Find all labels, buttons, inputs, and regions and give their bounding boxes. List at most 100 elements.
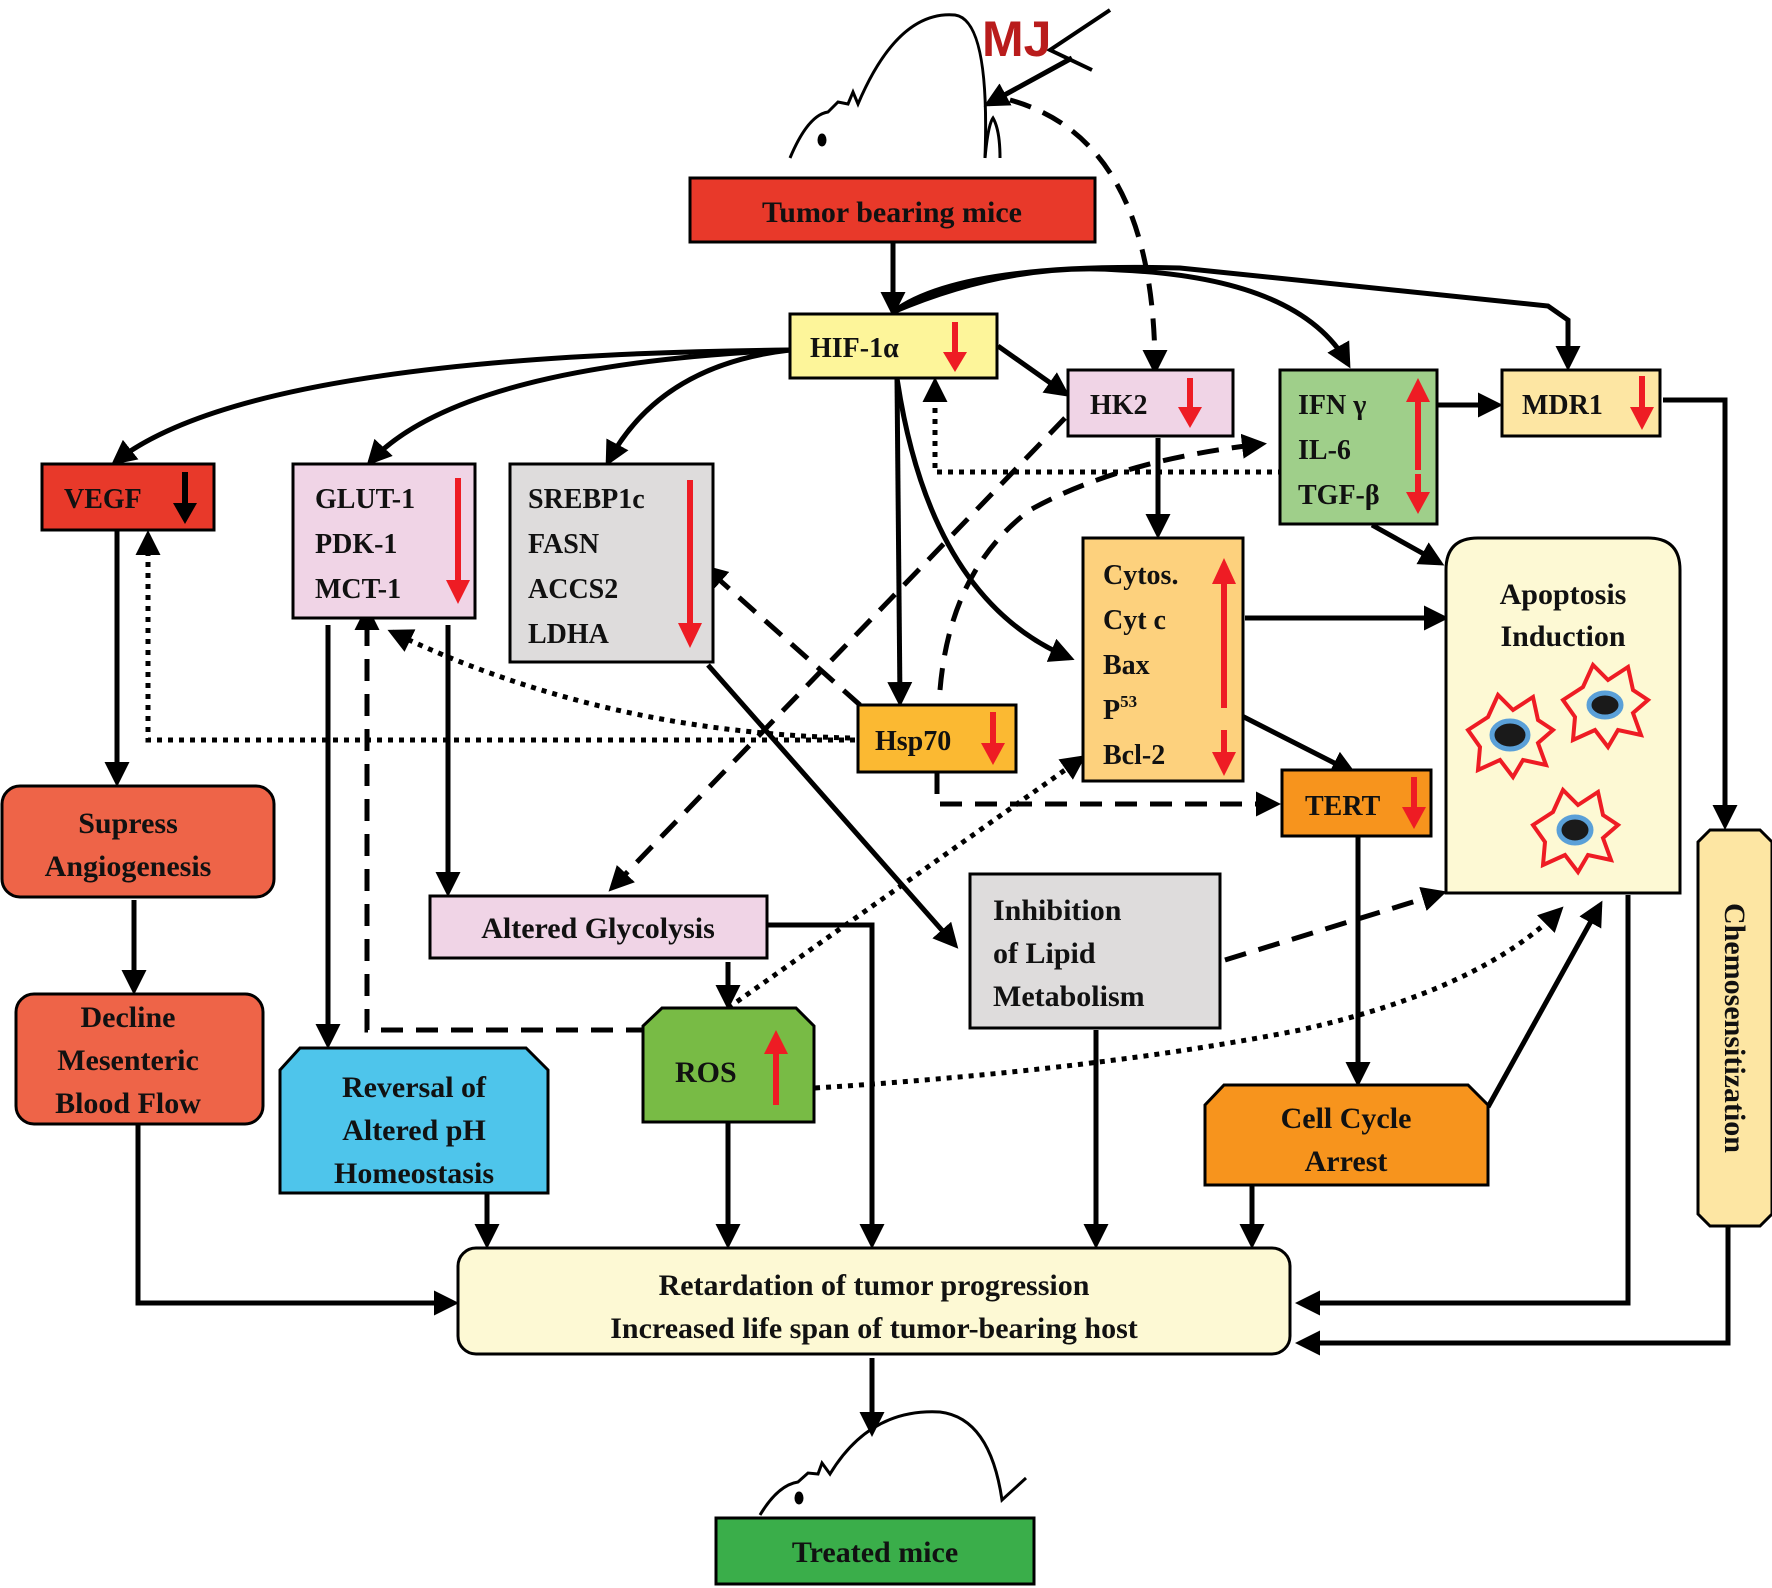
edge-hif-ifn: [892, 266, 1351, 369]
apoptotic-cell-icon: [1465, 691, 1557, 781]
down-arrow-icon: [1212, 730, 1236, 776]
edge-hsp70-tert: [934, 772, 1281, 817]
node-mdr1-label: MDR1: [1522, 390, 1603, 421]
node-tert: TERT: [1280, 768, 1433, 838]
node-accs2-label: ACCS2: [528, 574, 618, 605]
up-arrow-icon: [764, 1030, 788, 1105]
node-cytc-label: Cyt c: [1103, 605, 1166, 636]
down-arrow-icon: [1402, 777, 1426, 829]
node-tumor-bearing-mice-label: Tumor bearing mice: [762, 196, 1022, 229]
node-p53-base: P: [1103, 695, 1120, 726]
node-blood-flow-label: Blood Flow: [55, 1087, 201, 1120]
node-bax-label: Bax: [1103, 650, 1150, 681]
edge-lipid-apoptosis: [1224, 886, 1447, 963]
node-reversal-ph: Reversal of Altered pH Homeostasis: [278, 1046, 550, 1195]
node-retardation-line2: Increased life span of tumor-bearing hos…: [610, 1312, 1138, 1345]
edge-hif-mdr1: [891, 264, 1581, 371]
edge-cytos-tert: [1238, 712, 1357, 775]
apoptotic-cell-icon: [1530, 786, 1622, 876]
node-fasn-label: FASN: [528, 529, 599, 560]
node-induction-label: Induction: [1500, 620, 1625, 653]
down-arrow-icon: [678, 480, 702, 648]
node-bcl2-label: Bcl-2: [1103, 740, 1165, 771]
node-supress-label: Supress: [78, 807, 178, 840]
node-altered-glycolysis: Altered Glycolysis: [428, 894, 769, 960]
edge-chemo-retardation: [1295, 1222, 1731, 1356]
node-mct1-label: MCT-1: [315, 574, 401, 605]
node-homeostasis-label: Homeostasis: [334, 1157, 494, 1190]
node-il6-label: IL-6: [1298, 435, 1351, 466]
node-altered-glycolysis-label: Altered Glycolysis: [481, 912, 715, 945]
node-cytos-group: Cytos. Cyt c Bax P53 Bcl-2: [1081, 536, 1245, 783]
node-hk2: HK2: [1066, 368, 1235, 438]
edge-hif-glut: [366, 347, 791, 466]
node-altered-ph-label: Altered pH: [342, 1114, 486, 1147]
edge-apoptosis-retardation: [1295, 895, 1631, 1316]
edge-hif-cytos: [894, 377, 1075, 662]
node-metabolism-label: Metabolism: [993, 980, 1145, 1013]
node-pdk1-label: PDK-1: [315, 529, 397, 560]
node-srebp-group: SREBP1c FASN ACCS2 LDHA: [508, 462, 715, 664]
node-hsp70: Hsp70: [856, 703, 1018, 774]
node-cytos-label: Cytos.: [1103, 560, 1178, 591]
node-tgf-label: TGF-β: [1298, 480, 1380, 511]
node-mesenteric-label: Mesenteric: [57, 1044, 199, 1077]
node-treated-mice: Treated mice: [714, 1516, 1036, 1586]
node-retardation: Retardation of tumor progression Increas…: [456, 1246, 1292, 1356]
edge-hsp70-srebp: [702, 564, 862, 707]
node-chemosensitization-label: Chemosensitization: [1718, 903, 1751, 1153]
edge-decline-retardation: [135, 1124, 459, 1316]
node-inhibition-label: Inhibition: [993, 894, 1122, 927]
node-angiogenesis-label: Angiogenesis: [45, 850, 212, 883]
node-p53-superscript: 53: [1120, 692, 1137, 711]
node-mdr1: MDR1: [1500, 368, 1662, 438]
node-apoptosis-label: Apoptosis: [1500, 578, 1627, 611]
edge-hsp70-vegf: [135, 530, 855, 743]
edge-srebp-lipid: [706, 663, 959, 949]
edge-hif-srebp: [605, 347, 791, 467]
node-ifn-il6-tgf: IFN γ IL-6 TGF-β: [1278, 368, 1439, 526]
down-arrow-icon: [943, 322, 967, 372]
edge-cellcycle-apoptosis: [1485, 900, 1603, 1109]
edge-ros-glut: [354, 605, 648, 1033]
node-hk2-label: HK2: [1090, 390, 1148, 421]
down-arrow-icon: [981, 712, 1005, 765]
node-srebp1c-label: SREBP1c: [528, 484, 645, 515]
down-arrow-icon: [1406, 474, 1430, 514]
node-of-lipid-label: of Lipid: [993, 937, 1096, 970]
edge-ros-apoptosis: [814, 906, 1564, 1091]
node-ros-label: ROS: [675, 1056, 737, 1089]
apoptotic-cell-icon: [1560, 661, 1652, 751]
node-glut1-label: GLUT-1: [315, 484, 415, 515]
up-arrow-icon: [1212, 558, 1236, 708]
edge-glycolysis-retardation: [768, 922, 885, 1249]
edge-hif-vegf: [111, 347, 791, 466]
node-reversal-label: Reversal of: [342, 1071, 487, 1104]
node-cell-cycle-arrest: Cell Cycle Arrest: [1203, 1083, 1490, 1187]
node-retardation-line1: Retardation of tumor progression: [659, 1269, 1090, 1302]
node-ldha-label: LDHA: [528, 619, 610, 650]
down-arrow-icon: [1178, 378, 1202, 428]
mj-label: MJ: [982, 11, 1051, 67]
edge-mj-hk2: [1009, 97, 1168, 375]
node-vegf-label: VEGF: [64, 484, 142, 515]
edge-mdr1-chemo: [1663, 397, 1738, 830]
down-arrow-icon: [173, 472, 197, 524]
tumor-mouse-drawing: [788, 13, 1002, 159]
node-vegf: VEGF: [40, 462, 216, 532]
edge-hif-hk2: [996, 343, 1071, 397]
node-decline-label: Decline: [81, 1001, 176, 1034]
edge-ifn-hif: [922, 377, 1283, 475]
edge-hif-hsp70: [887, 377, 913, 707]
node-hif1a: HIF-1α: [788, 312, 999, 380]
edge-ifn-apoptosis: [1370, 522, 1445, 566]
node-lipid-metabolism: Inhibition of Lipid Metabolism: [968, 872, 1222, 1030]
node-glut-pdk-mct: GLUT-1 PDK-1 MCT-1: [291, 462, 477, 620]
treated-mouse-drawing: [758, 1410, 1028, 1516]
node-p53-label: P53: [1103, 692, 1137, 726]
node-tert-label: TERT: [1305, 791, 1381, 822]
edges: [104, 97, 1738, 1437]
node-arrest-label: Arrest: [1305, 1145, 1388, 1178]
node-tumor-bearing-mice: Tumor bearing mice: [688, 176, 1097, 244]
